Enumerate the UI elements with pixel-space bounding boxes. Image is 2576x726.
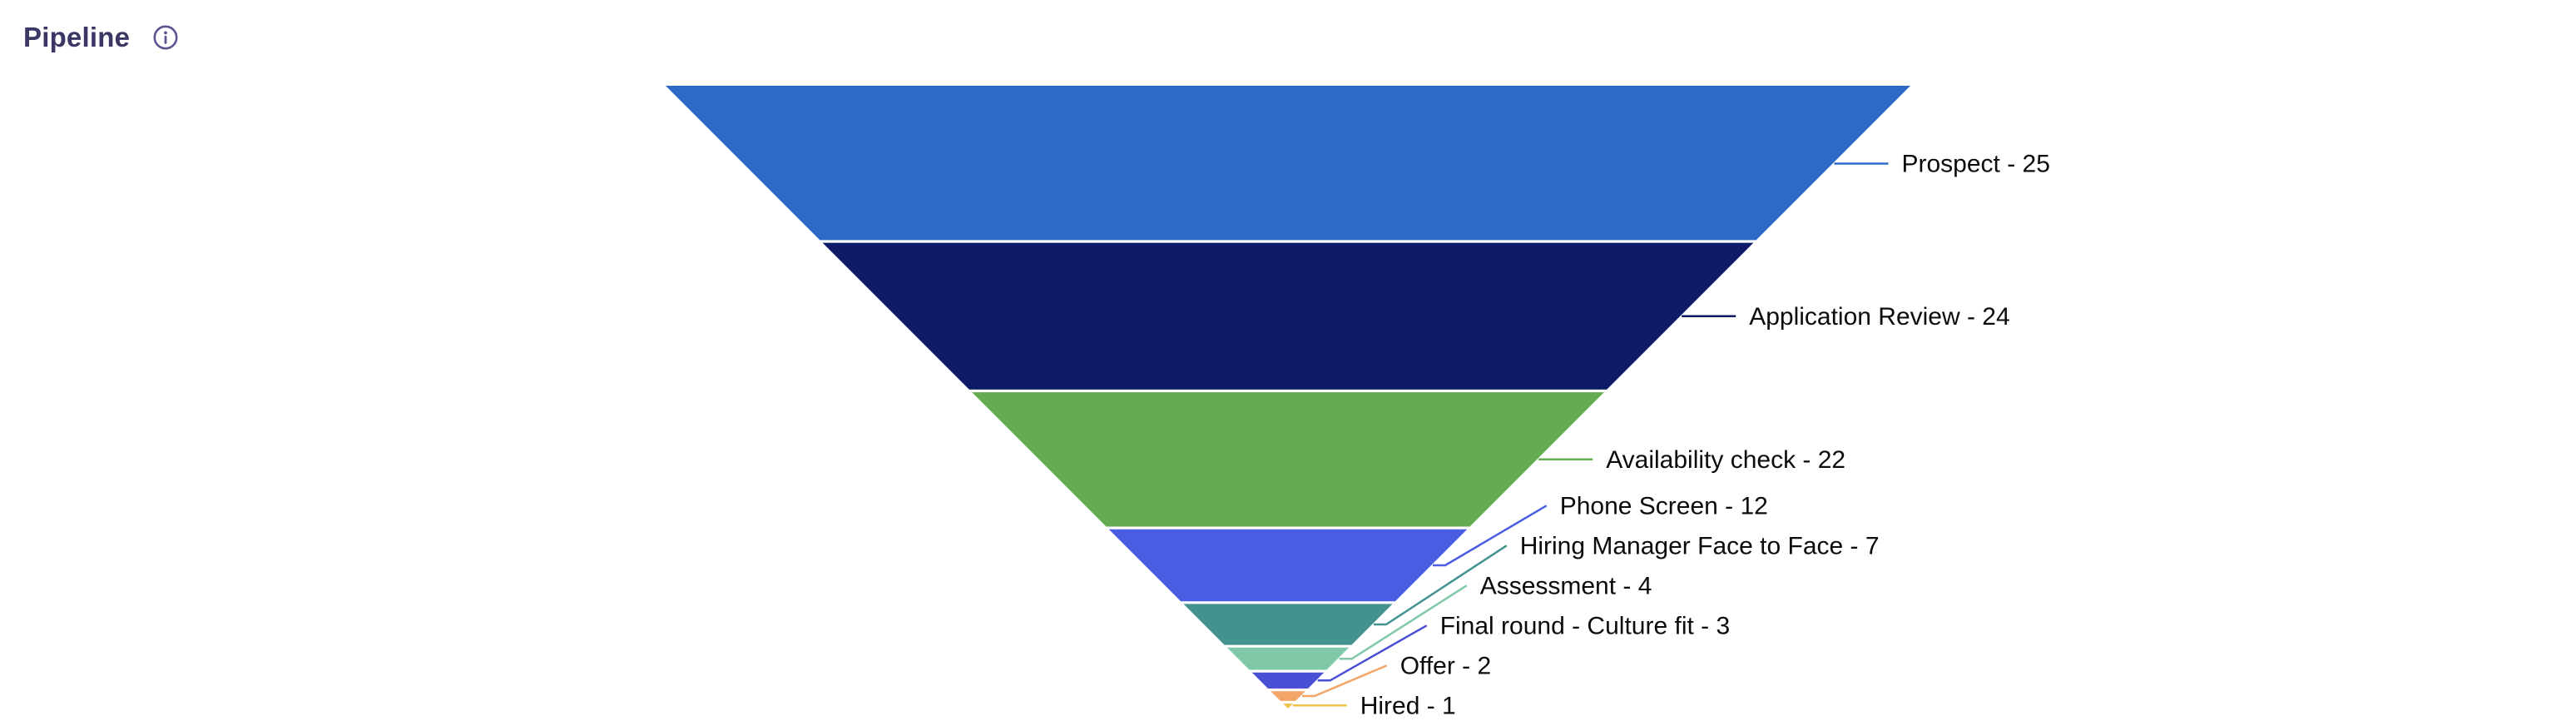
funnel-segment-final-round-culture-fit[interactable] [1251,672,1325,689]
funnel-segment-availability-check[interactable] [972,392,1604,527]
label-line-hiring-manager-face-to-face [1374,544,1508,626]
stage-label-final-round-culture-fit: Final round - Culture fit - 3 [1440,613,1730,640]
label-line-phone-screen [1433,505,1548,567]
widget-header: Pipeline [23,22,180,53]
stage-label-offer: Offer - 2 [1400,653,1491,680]
funnel-segment-hiring-manager-face-to-face[interactable] [1183,604,1393,645]
stage-label-availability-check: Availability check - 22 [1606,446,1845,474]
stage-label-phone-screen: Phone Screen - 12 [1560,493,1768,520]
funnel-segment-application-review[interactable] [822,242,1754,390]
funnel-segment-prospect[interactable] [666,86,1910,241]
stage-label-hiring-manager-face-to-face: Hiring Manager Face to Face - 7 [1520,533,1880,560]
stage-label-assessment: Assessment - 4 [1480,573,1652,600]
funnel-segment-phone-screen[interactable] [1108,529,1468,602]
funnel-segment-offer[interactable] [1271,691,1305,701]
stage-label-application-review: Application Review - 24 [1749,303,2010,331]
funnel-segment-hired[interactable] [1283,704,1293,709]
funnel-segment-assessment[interactable] [1226,647,1350,670]
label-line-final-round-culture-fit [1317,624,1428,682]
label-line-offer [1302,664,1388,698]
stage-label-prospect: Prospect - 25 [1902,151,2050,178]
page-title: Pipeline [23,22,131,52]
label-line-assessment [1339,584,1468,660]
info-icon[interactable] [151,23,180,52]
stage-label-hired: Hired - 1 [1360,693,1456,720]
